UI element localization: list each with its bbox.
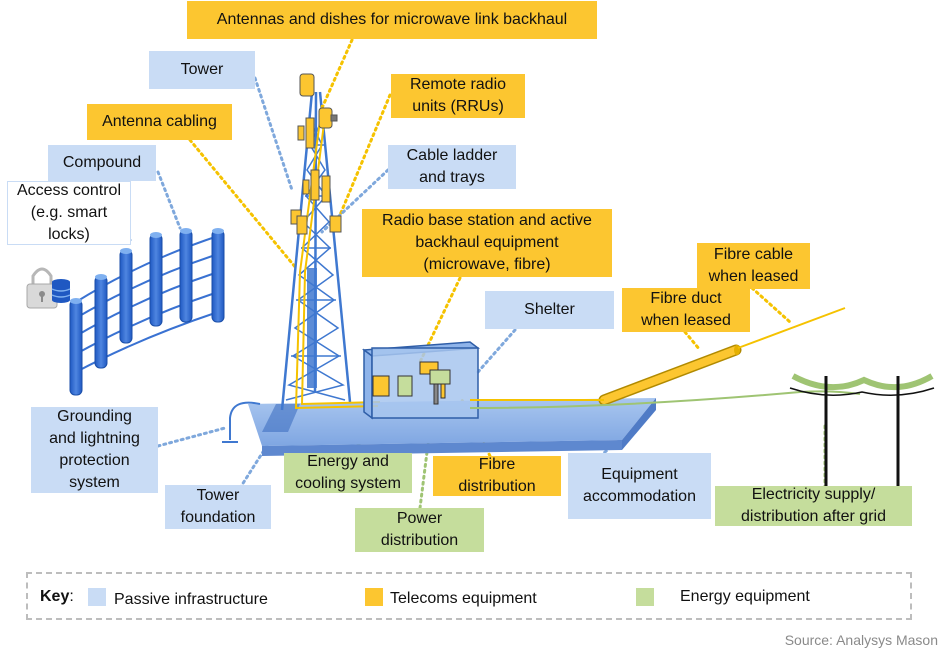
smart-lock-icon [26, 267, 71, 309]
power-line [469, 373, 935, 500]
label-electricity-supply: Electricity supply/ distribution after g… [715, 486, 912, 526]
key-swatch-passive [88, 588, 106, 606]
legend-key: Key: Passive infrastructure Telecoms equ… [26, 572, 912, 620]
lattice-tower [280, 91, 352, 411]
label-fibre-distribution: Fibre distribution [433, 456, 561, 496]
label-equipment-accommodation: Equipment accommodation [568, 453, 711, 519]
shelter-equipment [372, 361, 451, 405]
label-tower: Tower [149, 51, 255, 89]
label-cable-ladder-trays: Cable ladder and trays [388, 145, 516, 189]
key-label-telecoms: Telecoms equipment [390, 590, 537, 607]
label-power-distribution: Power distribution [355, 508, 484, 552]
label-shelter: Shelter [485, 291, 614, 329]
label-tower-foundation: Tower foundation [165, 485, 271, 529]
grounding-cable [222, 401, 261, 443]
label-radio-base-station: Radio base station and active backhaul e… [362, 209, 612, 277]
source-note: Source: Analysys Mason [784, 632, 938, 648]
label-compound: Compound [48, 145, 156, 181]
key-title: Key: [40, 588, 74, 605]
key-label-passive: Passive infrastructure [114, 591, 268, 608]
label-fibre-cable-leased: Fibre cable when leased [697, 243, 810, 289]
label-access-control: Access control (e.g. smart locks) [7, 181, 131, 245]
fibre-duct [470, 307, 846, 406]
compound-fence [69, 228, 225, 396]
shelter [361, 341, 481, 420]
label-fibre-duct-leased: Fibre duct when leased [622, 288, 750, 332]
label-energy-cooling: Energy and cooling system [284, 453, 412, 493]
tower-antennas [290, 73, 342, 235]
key-swatch-telecoms [365, 588, 383, 606]
label-remote-radio-units: Remote radio units (RRUs) [391, 74, 525, 118]
label-antenna-cabling: Antenna cabling [87, 104, 232, 140]
label-antennas-dishes: Antennas and dishes for microwave link b… [187, 1, 597, 39]
key-label-energy: Energy equipment [680, 588, 810, 605]
label-grounding-lightning: Grounding and lightning protection syste… [31, 407, 158, 493]
equipment-slab [248, 398, 656, 456]
key-swatch-energy [636, 588, 654, 606]
